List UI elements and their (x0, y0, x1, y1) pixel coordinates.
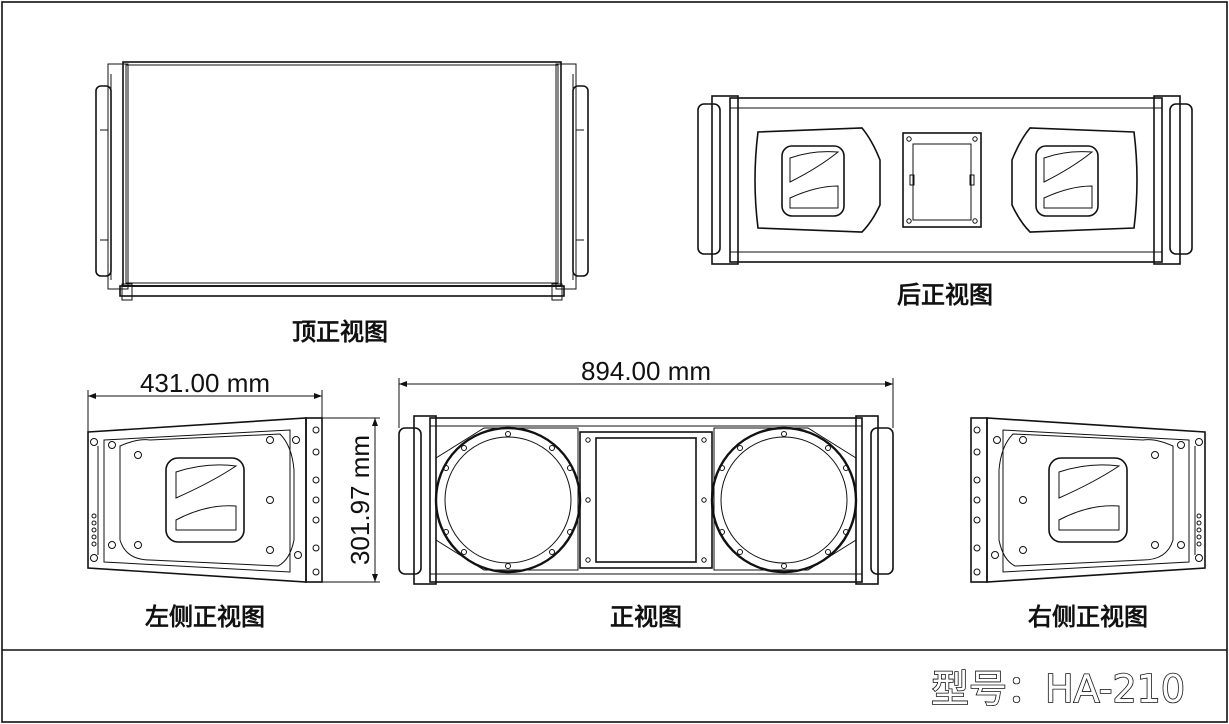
right-side-view (970, 417, 1206, 583)
height-dimension (322, 417, 380, 583)
depth-dimension (87, 390, 323, 432)
rear-view-label: 后正视图 (897, 281, 993, 309)
depth-dimension-text: 431.00 mm (140, 368, 270, 398)
right-side-view-label: 右侧正视图 (1028, 603, 1148, 631)
right-side-holes (973, 426, 1203, 576)
height-dimension-text: 301.97 mm (345, 435, 375, 565)
top-view (95, 61, 589, 301)
left-side-view-label: 左侧正视图 (145, 603, 265, 631)
top-view-label: 顶正视图 (292, 318, 388, 346)
width-dimension (398, 378, 894, 428)
model-number: 型号：HA-210 (931, 667, 1185, 711)
front-view-label: 正视图 (610, 603, 682, 631)
width-dimension-text: 894.00 mm (581, 356, 711, 386)
front-view (398, 415, 894, 585)
left-side-view (87, 417, 323, 583)
front-view-screws (443, 431, 849, 569)
rear-view (697, 95, 1193, 265)
left-side-holes (90, 426, 320, 576)
